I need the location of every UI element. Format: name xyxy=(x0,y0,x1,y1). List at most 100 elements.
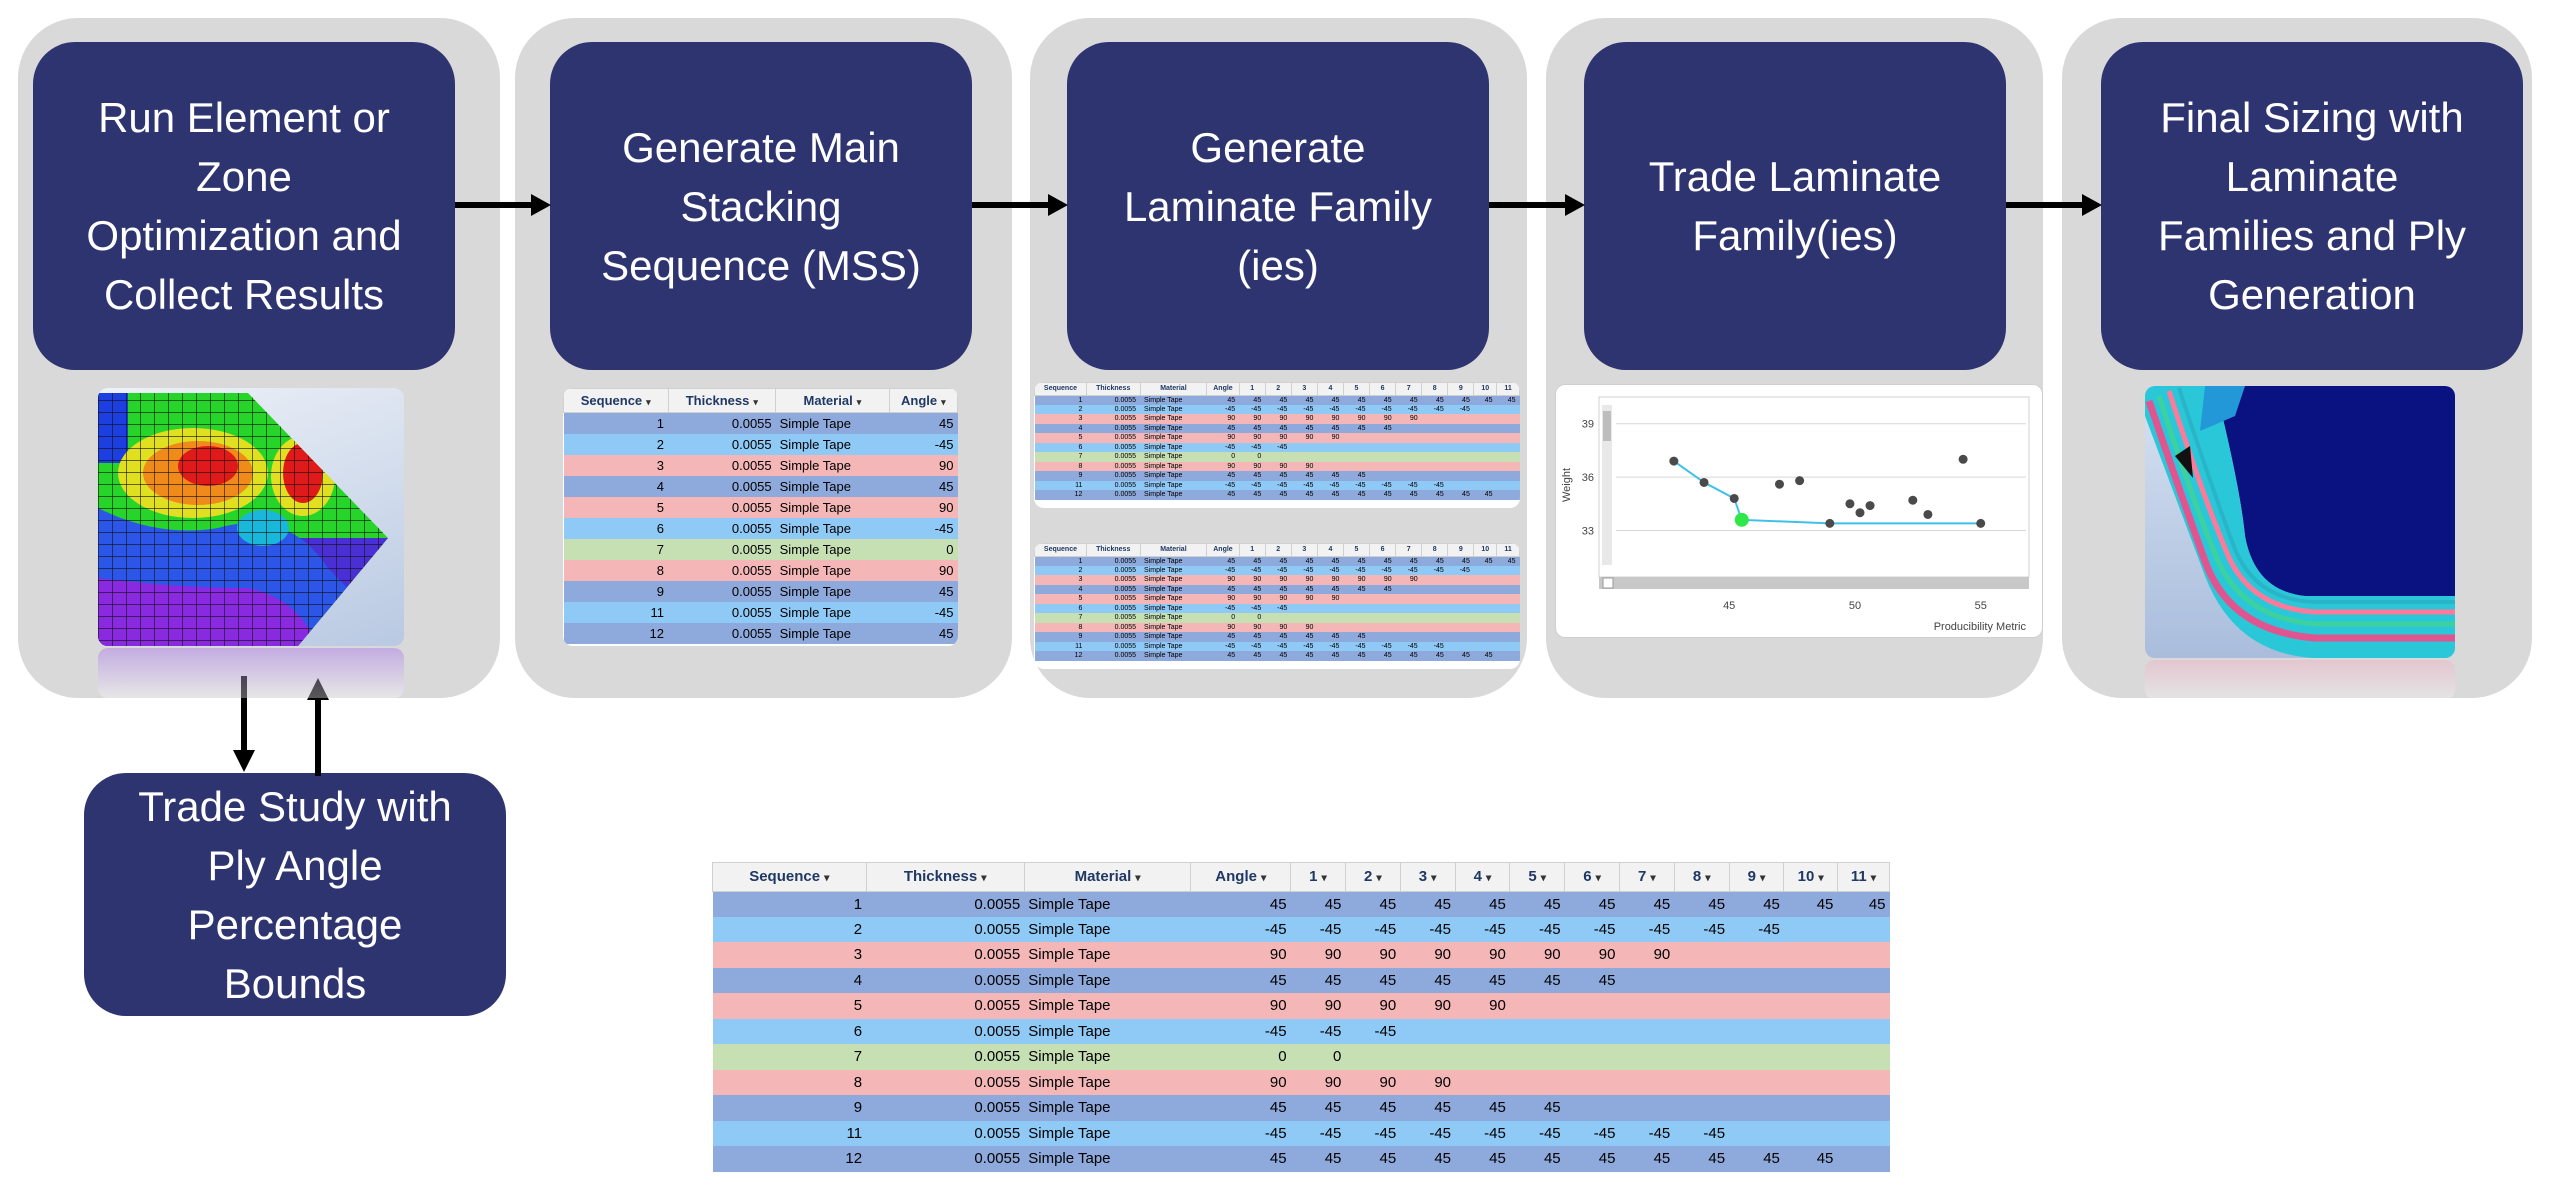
filter-dropdown-icon[interactable]: ▾ xyxy=(1540,872,1547,885)
column-header[interactable]: Material▾ xyxy=(1023,862,1192,892)
column-header[interactable]: 11 xyxy=(1496,543,1520,557)
filter-dropdown-icon[interactable]: ▾ xyxy=(941,397,946,407)
filter-dropdown-icon[interactable]: ▾ xyxy=(981,872,987,885)
column-header[interactable]: 1▾ xyxy=(1290,862,1346,892)
data-point[interactable] xyxy=(1908,495,1918,505)
column-header[interactable]: 4 xyxy=(1316,382,1344,396)
column-header[interactable]: Sequence▾ xyxy=(712,862,867,892)
column-header[interactable]: Material▾ xyxy=(775,388,890,413)
data-point[interactable] xyxy=(1825,518,1835,528)
data-point[interactable] xyxy=(1774,479,1784,489)
filter-dropdown-icon[interactable]: ▾ xyxy=(824,872,830,885)
filter-dropdown-icon[interactable]: ▾ xyxy=(1595,872,1601,885)
table-cell xyxy=(1497,651,1520,661)
column-header[interactable]: 8▾ xyxy=(1673,862,1730,892)
column-header[interactable]: 10 xyxy=(1473,543,1498,557)
filter-dropdown-icon[interactable]: ▾ xyxy=(1321,872,1327,885)
column-header[interactable]: Material xyxy=(1139,543,1208,557)
filter-dropdown-icon[interactable]: ▾ xyxy=(1870,872,1876,885)
filter-dropdown-icon[interactable]: ▾ xyxy=(1431,872,1437,885)
column-header[interactable]: 9▾ xyxy=(1728,862,1785,892)
filter-dropdown-icon[interactable]: ▾ xyxy=(1650,872,1656,885)
horizontal-scrollbar[interactable] xyxy=(1599,577,2029,589)
column-header[interactable]: 10 xyxy=(1473,382,1498,396)
table-cell: 5 xyxy=(853,997,863,1015)
column-header[interactable]: 2▾ xyxy=(1344,862,1401,892)
column-header[interactable]: 1 xyxy=(1238,543,1266,557)
filter-dropdown-icon[interactable]: ▾ xyxy=(1376,872,1382,885)
column-header[interactable]: 4 xyxy=(1316,543,1344,557)
filter-dropdown-icon[interactable]: ▾ xyxy=(1135,872,1141,885)
filter-dropdown-icon[interactable]: ▾ xyxy=(646,397,651,407)
column-header[interactable]: Angle▾ xyxy=(1190,862,1292,892)
column-header[interactable]: 11 xyxy=(1496,382,1520,396)
data-point[interactable] xyxy=(1795,476,1805,486)
column-header[interactable]: 8 xyxy=(1421,382,1449,396)
column-header[interactable]: Sequence xyxy=(1034,543,1087,557)
table-cell xyxy=(1422,462,1448,472)
column-header[interactable]: 8 xyxy=(1421,543,1449,557)
column-header[interactable]: 10▾ xyxy=(1783,862,1838,892)
column-header[interactable]: 3 xyxy=(1290,543,1318,557)
table-cell: 45 xyxy=(1331,472,1340,480)
table-cell: 90 xyxy=(1305,576,1314,584)
filter-dropdown-icon[interactable]: ▾ xyxy=(1260,872,1267,885)
column-header[interactable]: Thickness▾ xyxy=(667,388,777,413)
column-header[interactable]: 3▾ xyxy=(1399,862,1456,892)
table-cell xyxy=(1370,443,1396,453)
column-header[interactable]: 4▾ xyxy=(1454,862,1511,892)
filter-dropdown-icon[interactable]: ▾ xyxy=(753,397,758,407)
data-point[interactable] xyxy=(1865,501,1875,511)
table-cell: Simple Tape xyxy=(1028,971,1111,989)
data-point[interactable] xyxy=(1923,509,1933,519)
fem-reflection xyxy=(98,648,404,698)
y-tick-label: 33 xyxy=(1582,526,1594,538)
column-header[interactable]: 6 xyxy=(1369,543,1397,557)
filter-dropdown-icon[interactable]: ▾ xyxy=(1818,872,1824,885)
data-point[interactable] xyxy=(1855,508,1865,518)
column-header[interactable]: 7▾ xyxy=(1618,862,1675,892)
filter-dropdown-icon[interactable]: ▾ xyxy=(1705,872,1711,885)
table-cell: 0.0055 xyxy=(974,1048,1021,1066)
filter-dropdown-icon[interactable]: ▾ xyxy=(1485,872,1492,885)
column-header[interactable]: Angle xyxy=(1206,382,1240,396)
vertical-scrollbar[interactable] xyxy=(1602,405,1612,565)
column-header[interactable]: Sequence▾ xyxy=(563,388,669,413)
column-header[interactable]: 11▾ xyxy=(1836,862,1891,892)
filter-dropdown-icon[interactable]: ▾ xyxy=(1760,872,1766,885)
filter-dropdown-icon[interactable]: ▾ xyxy=(856,397,862,407)
column-header[interactable]: 5 xyxy=(1342,543,1371,557)
column-header[interactable]: 5▾ xyxy=(1509,862,1566,892)
column-header[interactable]: 1 xyxy=(1238,382,1266,396)
data-point[interactable] xyxy=(1976,518,1986,528)
column-header[interactable]: Thickness xyxy=(1085,382,1141,396)
data-point[interactable] xyxy=(1699,477,1709,487)
selected-point[interactable] xyxy=(1734,512,1749,527)
column-header[interactable]: 7 xyxy=(1395,382,1423,396)
column-header[interactable]: 3 xyxy=(1290,382,1318,396)
data-point[interactable] xyxy=(1729,493,1739,503)
table-cell xyxy=(1474,604,1497,614)
column-header[interactable]: 9 xyxy=(1447,382,1475,396)
column-header[interactable]: 9 xyxy=(1447,543,1475,557)
column-header[interactable]: Material xyxy=(1139,382,1208,396)
column-header[interactable]: 6▾ xyxy=(1564,862,1620,892)
column-header[interactable]: 7 xyxy=(1395,543,1423,557)
data-point[interactable] xyxy=(1669,456,1679,466)
table-cell: 0.0055 xyxy=(731,625,772,641)
column-header[interactable]: 5 xyxy=(1342,382,1371,396)
table-cell: -45 xyxy=(1459,566,1470,574)
column-header[interactable]: Thickness xyxy=(1085,543,1141,557)
column-header[interactable]: 6 xyxy=(1369,382,1397,396)
data-point[interactable] xyxy=(1845,499,1855,509)
column-header[interactable]: Angle xyxy=(1206,543,1240,557)
column-header[interactable]: Thickness▾ xyxy=(865,862,1025,892)
table-cell xyxy=(1291,613,1317,623)
column-header[interactable]: Sequence xyxy=(1034,382,1087,396)
table-cell xyxy=(1497,585,1520,595)
column-header[interactable]: Angle▾ xyxy=(888,388,958,413)
column-header[interactable]: 2 xyxy=(1264,543,1292,557)
data-point[interactable] xyxy=(1958,454,1968,464)
column-header[interactable]: 2 xyxy=(1264,382,1292,396)
